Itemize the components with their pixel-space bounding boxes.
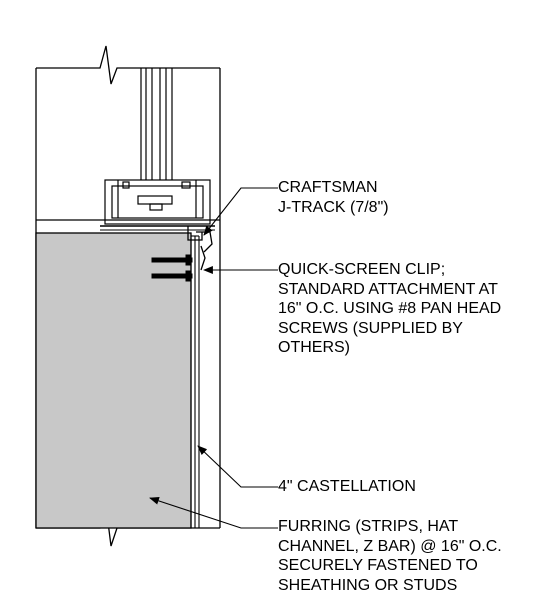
callout-furring-line-2: CHANNEL, Z BAR) @ 16" O.C.	[278, 537, 502, 555]
callout-clip-line-4: SCREWS (SUPPLIED BY	[278, 319, 463, 337]
j-track-profile	[187, 226, 213, 271]
callout-clip-line-3: 16" O.C. USING #8 PAN HEAD	[278, 300, 502, 317]
top-break-line	[36, 45, 220, 85]
clip-screw-lower	[151, 273, 193, 279]
furring-panel	[35, 232, 192, 529]
window-frame	[140, 68, 173, 180]
callout-clip-line-1: QUICK-SCREEN CLIP;	[278, 261, 446, 278]
callout-furring-line-3: SECURELY FASTENED TO	[278, 557, 478, 574]
leader-castellation	[197, 445, 278, 488]
callout-j-track-line-2: J-TRACK (7/8")	[278, 198, 389, 216]
window-sill-extrusion	[100, 179, 215, 231]
callout-clip: QUICK-SCREEN CLIP; STANDARD ATTACHMENT A…	[278, 260, 501, 358]
callout-castellation: 4" CASTELLATION	[278, 477, 416, 497]
leader-lines	[149, 187, 278, 529]
callout-furring-line-1: FURRING (STRIPS, HAT	[278, 518, 459, 535]
callout-clip-line-2: STANDARD ATTACHMENT AT	[278, 280, 498, 298]
callout-furring-line-4: SHEATHING OR STUDS	[278, 576, 458, 594]
callout-j-track: CRAFTSMAN J-TRACK (7/8")	[278, 178, 389, 217]
callout-castellation-line-1: 4" CASTELLATION	[278, 478, 416, 495]
leader-j-track	[203, 187, 278, 236]
clip-screw-upper	[151, 257, 193, 263]
castellation-panel	[190, 235, 200, 528]
quick-screen-clips	[151, 254, 193, 282]
leader-furring	[149, 497, 278, 529]
callout-j-track-line-1: CRAFTSMAN	[278, 179, 378, 196]
callout-furring: FURRING (STRIPS, HAT CHANNEL, Z BAR) @ 1…	[278, 517, 502, 595]
callout-clip-line-5: OTHERS)	[278, 339, 350, 356]
